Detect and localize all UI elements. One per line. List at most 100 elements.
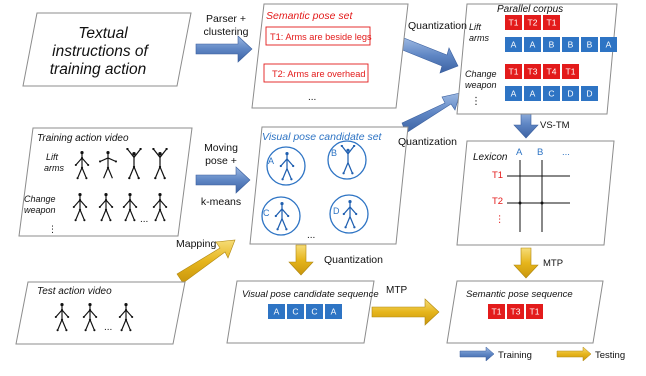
pose-candidate-a: A bbox=[266, 146, 306, 186]
parallel-row2-pose-label: D bbox=[567, 88, 573, 98]
parallel-row1-pose-box bbox=[600, 37, 617, 52]
arrow-mtp-lexicon bbox=[513, 247, 539, 279]
pose-candidate-d: D bbox=[329, 194, 369, 234]
parallel-row2-token-box bbox=[524, 64, 541, 79]
legend-training-arrow bbox=[459, 346, 495, 362]
visual-set-more: ... bbox=[307, 230, 315, 241]
parallel-title: Parallel corpus bbox=[497, 4, 563, 15]
svg-text:D: D bbox=[333, 206, 340, 216]
training-row2-label-2: weapon bbox=[24, 205, 56, 215]
label-parser-1: Parser + bbox=[206, 13, 246, 25]
parallel-row1-label-1: Lift bbox=[469, 22, 482, 32]
parallel-row2-pose-label: A bbox=[511, 88, 517, 98]
lexicon-dot bbox=[540, 201, 544, 205]
test-video-title: Test action video bbox=[37, 286, 112, 297]
parallel-row1-token-box bbox=[524, 15, 541, 30]
training-row2-label-1: Change bbox=[24, 194, 56, 204]
parallel-row2-pose-label: A bbox=[530, 88, 536, 98]
training-video-title: Training action video bbox=[37, 133, 129, 144]
visual-seq-cell-label: C bbox=[292, 306, 298, 316]
label-moving-2: pose + bbox=[205, 155, 237, 167]
label-moving-3: k-means bbox=[201, 196, 241, 208]
lexicon-col-more: ... bbox=[562, 147, 570, 158]
visual-seq-cell-label: C bbox=[311, 306, 317, 316]
arrow-moving-pose bbox=[195, 166, 251, 194]
semantic-set-title: Semantic pose set bbox=[266, 10, 353, 22]
arrow-mtp-sequence bbox=[371, 298, 440, 326]
parallel-row1-label-2: arms bbox=[469, 33, 489, 43]
parallel-row1-token-label: T1 bbox=[547, 17, 557, 27]
parallel-row1-pose-label: A bbox=[511, 39, 517, 49]
parallel-row2-pose-box bbox=[581, 86, 598, 101]
parallel-row1-token-label: T1 bbox=[509, 17, 519, 27]
visual-seq-cell-label: A bbox=[331, 306, 337, 316]
parallel-row1-pose-box bbox=[581, 37, 598, 52]
semantic-seq-cell-label: T3 bbox=[511, 306, 521, 316]
label-mtp-sequence: MTP bbox=[386, 285, 407, 296]
svg-text:C: C bbox=[263, 208, 270, 218]
parallel-row1-token-box bbox=[543, 15, 560, 30]
training-more: ⋮ bbox=[48, 224, 57, 234]
parallel-row1-pose-box bbox=[524, 37, 541, 52]
parallel-row2-token-label: T1 bbox=[566, 66, 576, 76]
lexicon-title: Lexicon bbox=[473, 152, 508, 163]
training-row1-label-1: Lift bbox=[46, 152, 59, 162]
label-moving-1: Moving bbox=[204, 142, 238, 154]
visual-seq-cell-box bbox=[287, 304, 304, 319]
visual-seq-title: Visual pose candidate sequence bbox=[242, 289, 379, 300]
parallel-row2-token-label: T3 bbox=[528, 66, 538, 76]
label-quantization-mid: Quantization bbox=[398, 136, 457, 148]
textual-line-3: training action bbox=[50, 61, 147, 78]
lexicon-col-b: B bbox=[537, 147, 543, 158]
arrow-parser bbox=[195, 35, 253, 63]
parallel-row1-pose-box bbox=[543, 37, 560, 52]
training-row1-label-2: arms bbox=[44, 163, 64, 173]
parallel-row1-token-label: T2 bbox=[528, 17, 538, 27]
semantic-seq-cell-box bbox=[526, 304, 543, 319]
parallel-more: ⋮ bbox=[471, 96, 481, 107]
training-ellipsis: ... bbox=[140, 214, 148, 225]
arrow-quantization-bottom bbox=[288, 244, 314, 276]
label-parser-2: clustering bbox=[204, 26, 249, 38]
parallel-row1-pose-label: A bbox=[530, 39, 536, 49]
label-mtp-lexicon: MTP bbox=[543, 258, 563, 269]
textual-line-1: Textual bbox=[78, 25, 128, 42]
semantic-seq-cell-box bbox=[507, 304, 524, 319]
parallel-row1-pose-label: B bbox=[587, 39, 593, 49]
parallel-row2-label-2: weapon bbox=[465, 80, 497, 90]
panel-semantic-pose-sequence bbox=[446, 280, 604, 344]
parallel-row1-semantic: T1 T2 T1 bbox=[505, 15, 560, 30]
semantic-t2-label: T2: Arms are overhead bbox=[272, 69, 365, 79]
semantic-t1-label: T1: Arms are beside legs bbox=[270, 32, 372, 42]
parallel-row2-pose-box bbox=[543, 86, 560, 101]
parallel-row1-pose-label: B bbox=[549, 39, 555, 49]
panel-training-action-video bbox=[18, 127, 193, 237]
visual-seq-cell-box bbox=[306, 304, 323, 319]
svg-text:B: B bbox=[331, 148, 337, 158]
lexicon-row-t1: T1 bbox=[492, 170, 503, 181]
label-vstm: VS-TM bbox=[540, 120, 570, 131]
semantic-t1-box bbox=[265, 26, 371, 46]
arrow-quantization-top bbox=[399, 37, 459, 74]
parallel-row2-token-label: T1 bbox=[509, 66, 519, 76]
visual-seq-cell-box bbox=[268, 304, 285, 319]
lexicon-grid bbox=[507, 160, 570, 232]
panel-lexicon bbox=[456, 140, 615, 246]
parallel-row2-pose-label: C bbox=[548, 88, 554, 98]
label-quantization-bottom: Quantization bbox=[324, 254, 383, 266]
semantic-seq-cell-label: T1 bbox=[492, 306, 502, 316]
legend: Training Testing bbox=[459, 346, 625, 362]
arrow-quantization-mid bbox=[401, 92, 461, 134]
parallel-row2-pose-label: D bbox=[586, 88, 592, 98]
visual-seq-cell-label: A bbox=[274, 306, 280, 316]
legend-training-label: Training bbox=[498, 350, 532, 361]
visual-set-title: Visual pose candidate set bbox=[262, 131, 383, 143]
semantic-set-more: ... bbox=[308, 92, 316, 103]
lexicon-dot bbox=[518, 201, 522, 205]
